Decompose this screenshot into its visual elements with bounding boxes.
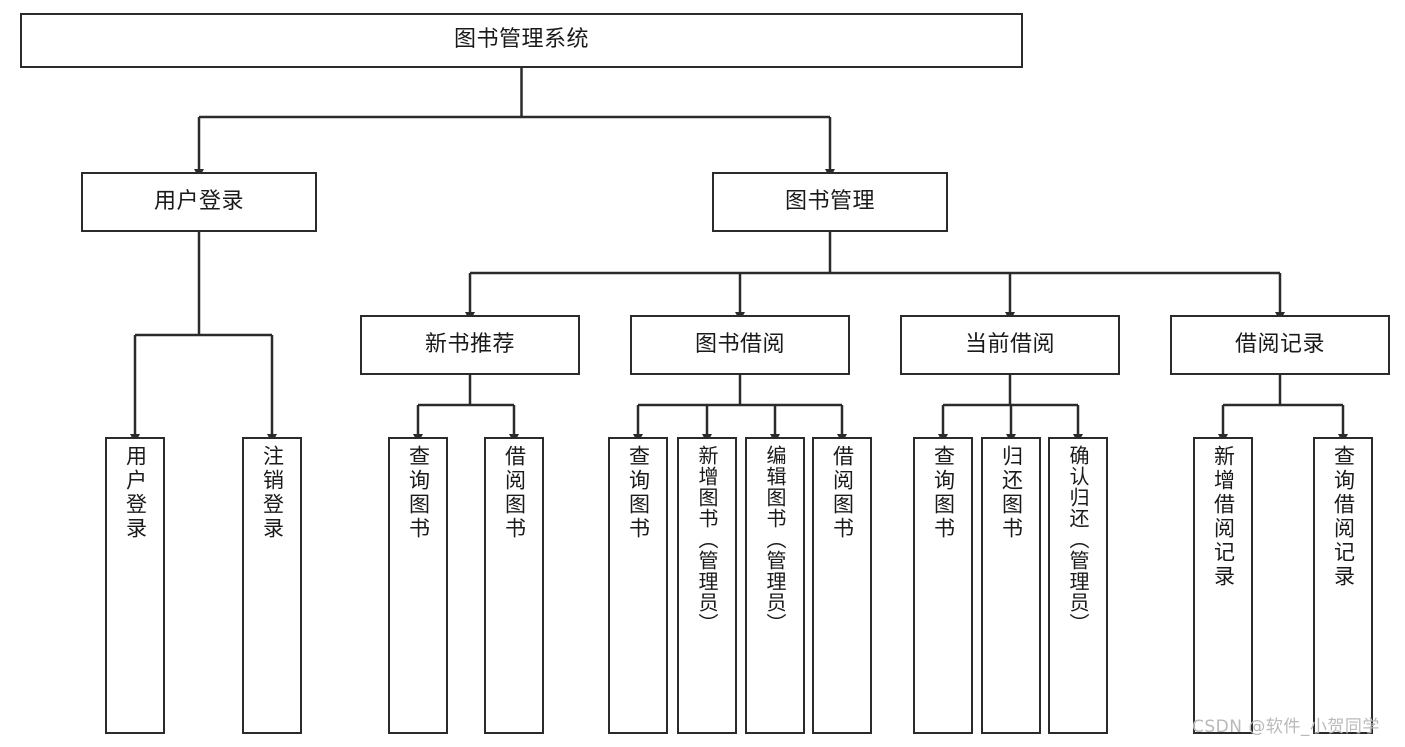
node-leaf-query-record[interactable]: 查询借阅记录 <box>1313 437 1373 734</box>
node-label: 查询图书 <box>406 445 431 541</box>
node-label: 确认归还（管理员） <box>1066 445 1090 634</box>
node-leaf-add-book[interactable]: 新增图书（管理员） <box>677 437 737 734</box>
node-label: 借阅图书 <box>502 445 527 541</box>
node-label: 查询图书 <box>626 445 651 541</box>
node-label: 编辑图书（管理员） <box>763 445 787 634</box>
node-label: 用户登录 <box>153 188 244 214</box>
node-leaf-logout[interactable]: 注销登录 <box>242 437 302 734</box>
node-leaf-return-book[interactable]: 归还图书 <box>981 437 1041 734</box>
node-label: 用户登录 <box>123 445 148 541</box>
node-label: 新增借阅记录 <box>1211 445 1236 589</box>
node-label: 归还图书 <box>999 445 1024 541</box>
node-borrow-record[interactable]: 借阅记录 <box>1170 315 1390 375</box>
node-label: 新书推荐 <box>424 331 515 357</box>
node-label: 当前借阅 <box>964 331 1055 357</box>
edge-layer <box>130 68 1348 443</box>
node-leaf-edit-book[interactable]: 编辑图书（管理员） <box>745 437 805 734</box>
node-leaf-user-login[interactable]: 用户登录 <box>105 437 165 734</box>
node-root[interactable]: 图书管理系统 <box>20 13 1023 68</box>
node-leaf-borrow-book-1[interactable]: 借阅图书 <box>484 437 544 734</box>
node-leaf-query-book-2[interactable]: 查询图书 <box>608 437 668 734</box>
node-leaf-confirm-return[interactable]: 确认归还（管理员） <box>1048 437 1108 734</box>
node-leaf-add-record[interactable]: 新增借阅记录 <box>1193 437 1253 734</box>
node-book-borrow[interactable]: 图书借阅 <box>630 315 850 375</box>
node-label: 借阅记录 <box>1234 331 1325 357</box>
node-current-borrow[interactable]: 当前借阅 <box>900 315 1120 375</box>
node-label: 图书管理系统 <box>453 27 589 53</box>
node-new-book-rec[interactable]: 新书推荐 <box>360 315 580 375</box>
node-leaf-query-book-3[interactable]: 查询图书 <box>913 437 973 734</box>
node-leaf-query-book-1[interactable]: 查询图书 <box>388 437 448 734</box>
node-label: 借阅图书 <box>830 445 855 541</box>
node-book-manage[interactable]: 图书管理 <box>712 172 948 232</box>
node-label: 新增图书（管理员） <box>695 445 719 634</box>
node-label: 注销登录 <box>260 445 285 541</box>
node-label: 查询借阅记录 <box>1331 445 1356 589</box>
node-user-login[interactable]: 用户登录 <box>81 172 317 232</box>
node-label: 图书借阅 <box>694 331 785 357</box>
node-label: 查询图书 <box>931 445 956 541</box>
node-leaf-borrow-book-2[interactable]: 借阅图书 <box>812 437 872 734</box>
node-label: 图书管理 <box>784 188 875 214</box>
